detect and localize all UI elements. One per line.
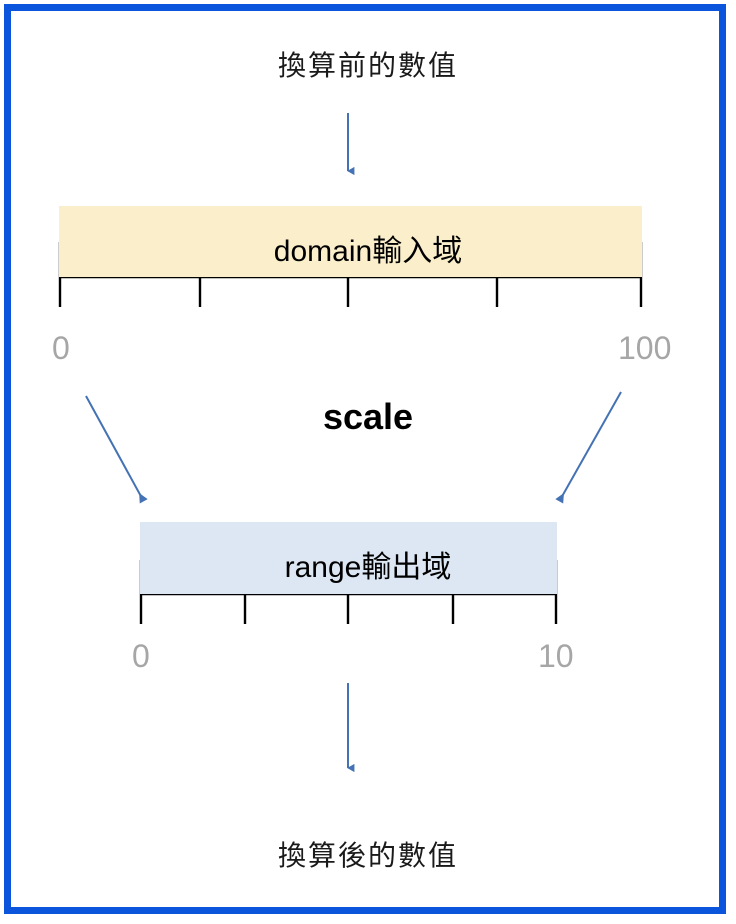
range-label-cjk: 輸出域 — [361, 550, 452, 585]
input-value-caption: 換算前的數值 — [277, 49, 458, 82]
domain-max-label: 100 — [618, 330, 672, 366]
domain-label-cjk: 輸入域 — [372, 234, 463, 269]
scale-word: scale — [322, 396, 414, 437]
domain-band — [59, 206, 642, 277]
range-label-latin: range — [284, 551, 362, 584]
domain-label: domain輸入域 — [0, 226, 736, 270]
range-min-label: 0 — [132, 638, 150, 674]
arrow-domain-left-to-range-left-icon — [85, 395, 148, 504]
domain-label-latin: domain — [273, 235, 373, 268]
output-value-caption: 換算後的數值 — [277, 839, 458, 872]
range-band — [140, 522, 557, 594]
range-max-label: 10 — [538, 638, 574, 674]
range-label: range輸出域 — [0, 542, 736, 586]
domain-min-label: 0 — [52, 330, 70, 366]
arrow-domain-right-to-range-right-icon — [555, 391, 622, 504]
